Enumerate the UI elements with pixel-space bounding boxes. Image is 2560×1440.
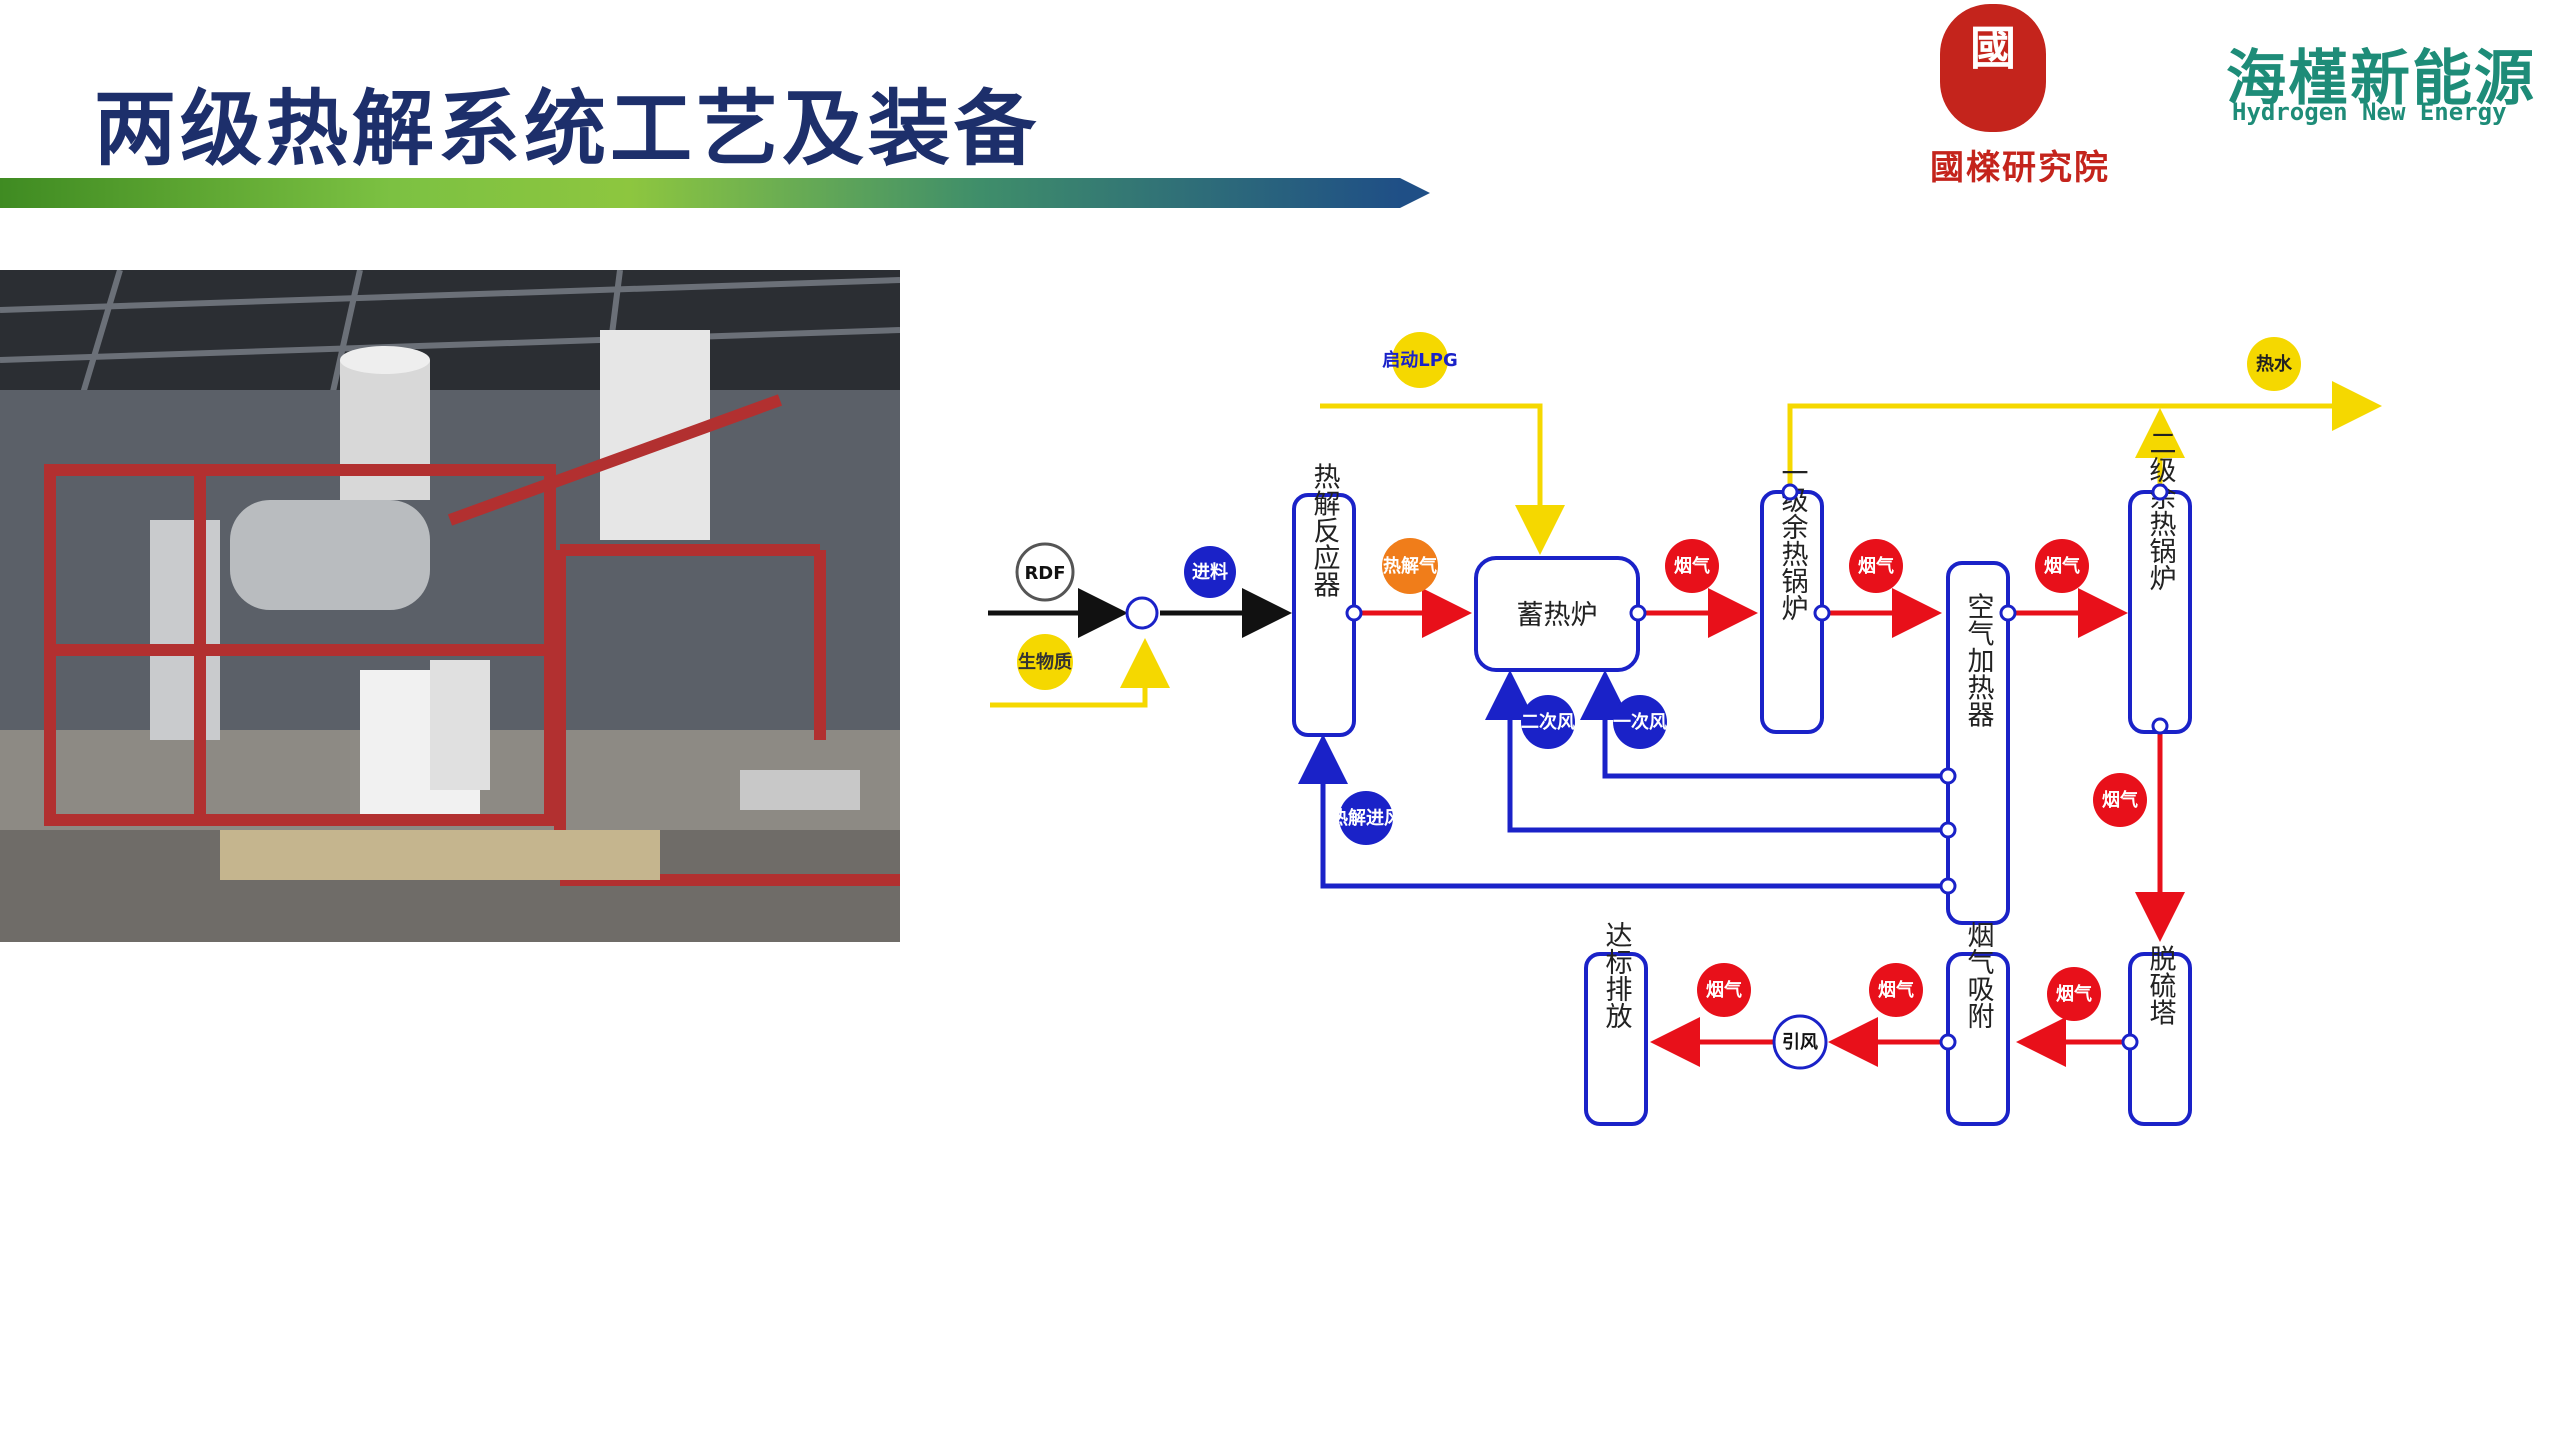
tag-hot-water: 热水 xyxy=(2247,337,2301,391)
label-pyrolysis-reactor: 热解反应器 xyxy=(1309,462,1341,597)
connector-nodes xyxy=(1125,483,2169,1051)
institute-name: 國檪研究院 xyxy=(1930,148,2110,188)
box-compliant-emission xyxy=(1584,952,1648,1126)
tag-pyrolysis-inlet-air: 热解进风 xyxy=(1330,791,1402,845)
tag-flue-gas-2: 烟气 xyxy=(1849,539,1903,593)
label-compliant-emission: 达标排放 xyxy=(1601,921,1633,1029)
tag-flue-gas-3: 烟气 xyxy=(2035,539,2089,593)
label-air-heater: 空气加热器 xyxy=(1963,592,1995,727)
tag-induced-draft: 引风 xyxy=(1772,1014,1828,1070)
svg-text:进料: 进料 xyxy=(1192,561,1228,583)
gas-flow-lines xyxy=(1354,588,2185,1067)
institute-seal-logo xyxy=(1940,4,2046,132)
svg-text:烟气: 烟气 xyxy=(2056,983,2092,1005)
svg-text:烟气: 烟气 xyxy=(2044,555,2080,577)
page-title: 两级热解系统工艺及装备 xyxy=(94,82,1041,177)
brand-logo-en: Hydrogen New Energy xyxy=(2232,98,2507,126)
tag-rdf: RDF xyxy=(1015,542,1075,602)
label-waste-heat-boiler-1: 一级余热锅炉 xyxy=(1777,459,1809,621)
tag-flue-gas-5: 烟气 xyxy=(2047,967,2101,1021)
label-flue-gas-adsorption: 烟气吸附 xyxy=(1963,921,1995,1029)
tag-flue-gas-4: 烟气 xyxy=(2093,773,2147,827)
tag-flue-gas-1: 烟气 xyxy=(1665,539,1719,593)
svg-text:烟气: 烟气 xyxy=(1706,979,1742,1001)
svg-text:二次风: 二次风 xyxy=(1521,711,1575,733)
yellow-flow-lines xyxy=(990,381,2382,708)
label-desulfurization-tower: 脱硫塔 xyxy=(2145,944,2177,1025)
box-air-heater xyxy=(1946,561,2010,925)
svg-text:RDF: RDF xyxy=(1024,563,1065,584)
svg-text:烟气: 烟气 xyxy=(2102,789,2138,811)
svg-text:烟气: 烟气 xyxy=(1858,555,1894,577)
institute-seal-text: 國 xyxy=(1970,21,2016,75)
brand-logo-cn: 海槿新能源 xyxy=(2226,44,2536,114)
svg-text:烟气: 烟气 xyxy=(1674,555,1710,577)
tag-secondary-air: 二次风 xyxy=(1521,695,1575,749)
title-underline-bar xyxy=(0,178,1400,208)
title-underline-arrow xyxy=(1400,178,1430,208)
svg-text:热解气: 热解气 xyxy=(1383,555,1437,577)
svg-text:一次风: 一次风 xyxy=(1613,711,1667,733)
tag-flue-gas-6: 烟气 xyxy=(1869,963,1923,1017)
label-regenerative-furnace: 蓄热炉 xyxy=(1517,600,1598,631)
svg-text:热解进风: 热解进风 xyxy=(1330,807,1402,829)
svg-text:热水: 热水 xyxy=(2256,353,2293,375)
tag-start-lpg: 启动LPG xyxy=(1382,332,1458,388)
label-waste-heat-boiler-2: 二级余热锅炉 xyxy=(2145,429,2177,591)
tag-primary-air: 一次风 xyxy=(1613,695,1667,749)
mixing-node xyxy=(1125,596,1159,630)
tag-biomass: 生物质 xyxy=(1017,634,1073,690)
svg-text:烟气: 烟气 xyxy=(1878,979,1914,1001)
svg-text:引风: 引风 xyxy=(1782,1032,1818,1053)
svg-text:启动LPG: 启动LPG xyxy=(1382,349,1457,371)
equipment-photo xyxy=(0,270,900,942)
tag-flue-gas-7: 烟气 xyxy=(1697,963,1751,1017)
tag-feed: 进料 xyxy=(1184,546,1236,598)
tag-pyrolysis-gas: 热解气 xyxy=(1382,538,1438,594)
svg-text:生物质: 生物质 xyxy=(1018,651,1072,673)
air-flow-lines xyxy=(1298,670,1948,889)
